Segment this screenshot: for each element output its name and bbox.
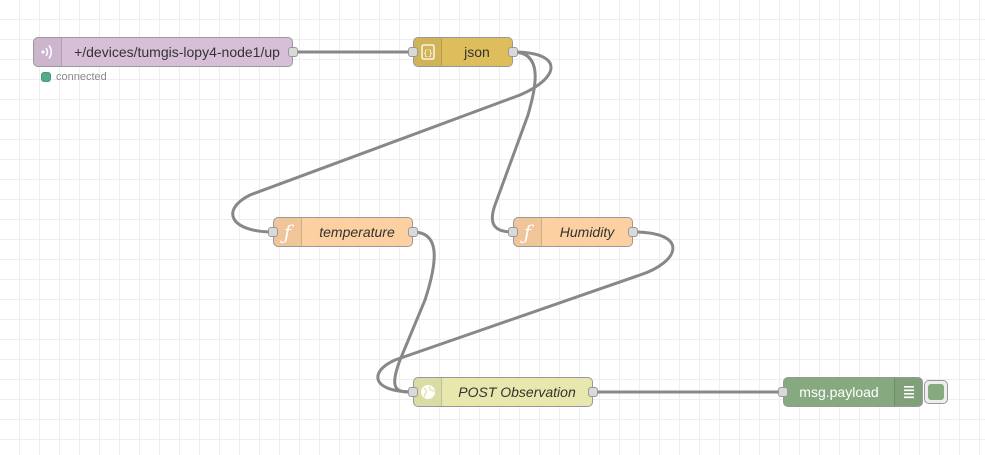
post-observation-node[interactable]: POST Observation: [408, 377, 598, 407]
mqtt-in-node[interactable]: +/devices/tumgis-lopy4-node1/up: [33, 37, 298, 67]
temperature-output-port[interactable]: [408, 227, 418, 237]
json-output-port[interactable]: [508, 47, 518, 57]
function-icon: ƒ: [274, 218, 302, 246]
svg-text:{}: {}: [423, 50, 433, 59]
temperature-input-port[interactable]: [268, 227, 278, 237]
json-label: json: [464, 44, 490, 60]
humidity-function-node[interactable]: ƒ Humidity: [508, 217, 638, 247]
humidity-label: Humidity: [559, 224, 615, 240]
json-braces-icon: {}: [414, 38, 442, 66]
debug-toggle-indicator: [928, 384, 944, 400]
mqtt-status-text: connected: [56, 71, 107, 83]
mqtt-in-label: +/devices/tumgis-lopy4-node1/up: [74, 44, 280, 60]
temperature-function-node[interactable]: ƒ temperature: [268, 217, 418, 247]
json-input-port[interactable]: [408, 47, 418, 57]
mqtt-in-output-port[interactable]: [288, 47, 298, 57]
debug-list-icon: [894, 378, 922, 406]
wire-humidity-to-post[interactable]: [376, 230, 675, 394]
humidity-input-port[interactable]: [508, 227, 518, 237]
mqtt-wireless-icon: [34, 38, 62, 66]
temperature-label: temperature: [319, 224, 395, 240]
status-dot-icon: [41, 72, 51, 82]
json-node[interactable]: {} json: [408, 37, 518, 67]
post-input-port[interactable]: [408, 387, 418, 397]
debug-toggle-button[interactable]: [924, 380, 948, 404]
wire-json-to-humidity[interactable]: [490, 50, 537, 234]
function-icon: ƒ: [514, 218, 542, 246]
post-output-port[interactable]: [588, 387, 598, 397]
mqtt-status: connected: [41, 71, 107, 83]
humidity-output-port[interactable]: [628, 227, 638, 237]
debug-label: msg.payload: [799, 384, 879, 400]
wire-temperature-to-post[interactable]: [393, 230, 436, 394]
debug-input-port[interactable]: [778, 387, 788, 397]
globe-icon: [414, 378, 442, 406]
wire-json-to-temperature[interactable]: [231, 50, 553, 234]
post-observation-label: POST Observation: [458, 384, 576, 400]
debug-node[interactable]: msg.payload: [778, 377, 923, 407]
